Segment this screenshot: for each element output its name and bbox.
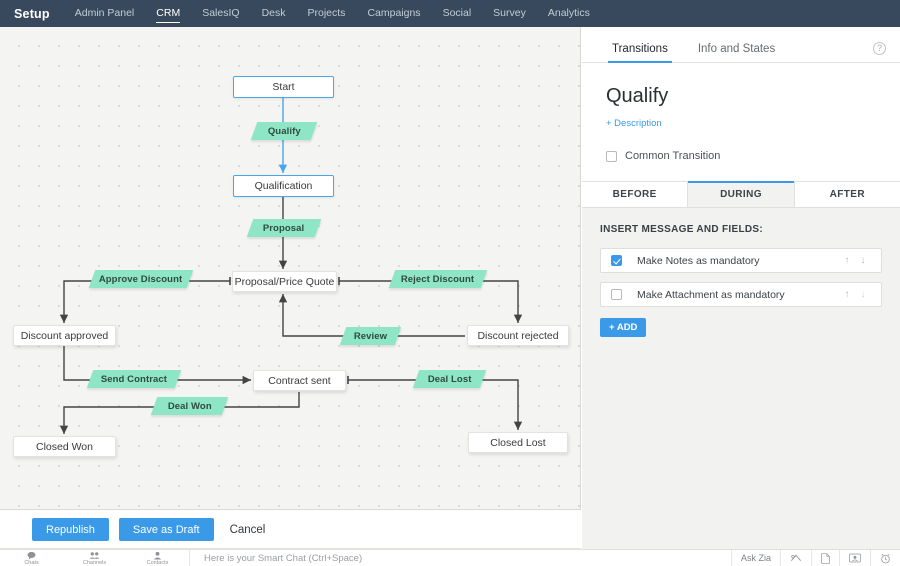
- field-checkbox[interactable]: [611, 289, 622, 300]
- document-icon[interactable]: [811, 549, 839, 566]
- bottom-footer-bar: Chats Channels Contacts Here is your Smart…: [0, 549, 900, 566]
- flow-transition-proposal[interactable]: Proposal: [246, 219, 322, 237]
- move-up-icon[interactable]: ↑: [844, 255, 850, 266]
- common-transition-label: Common Transition: [625, 150, 721, 162]
- flow-transition-label: Reject Discount: [401, 273, 475, 285]
- cancel-button[interactable]: Cancel: [220, 524, 276, 536]
- nav-item-projects[interactable]: Projects: [307, 7, 346, 19]
- chat-bubble-icon: [0, 551, 63, 559]
- insert-fields-section: INSERT MESSAGE AND FIELDS: Make Notes as…: [582, 208, 900, 566]
- flow-node-discount_rejected[interactable]: Discount rejected: [467, 325, 569, 346]
- action-bar: Republish Save as Draft Cancel: [0, 511, 581, 549]
- field-row[interactable]: Make Notes as mandatory ↑ ↓: [600, 248, 882, 273]
- nav-item-crm[interactable]: CRM: [145, 0, 191, 27]
- tab-info-and-states[interactable]: Info and States: [697, 43, 776, 55]
- flow-transition-deal_won[interactable]: Deal Won: [150, 397, 229, 415]
- footer-divider: [189, 549, 190, 566]
- flow-transition-review[interactable]: Review: [339, 327, 402, 345]
- panel-title: Qualify: [606, 85, 669, 107]
- flow-node-closed_lost[interactable]: Closed Lost: [468, 432, 568, 453]
- flow-node-qualification[interactable]: Qualification: [233, 175, 334, 197]
- footer-left-items: Chats Channels Contacts: [0, 550, 189, 566]
- flow-transition-label: Approve Discount: [99, 273, 183, 285]
- flow-node-discount_approved[interactable]: Discount approved: [13, 325, 116, 346]
- insert-fields-title: INSERT MESSAGE AND FIELDS:: [600, 224, 763, 235]
- flow-transition-approve_discount[interactable]: Approve Discount: [88, 270, 194, 288]
- help-circle-icon[interactable]: ?: [873, 42, 886, 55]
- flow-transition-label: Qualify: [267, 125, 301, 137]
- panel-tab-bar: Transitions Info and States ?: [582, 27, 900, 63]
- common-transition-checkbox[interactable]: [606, 150, 617, 162]
- ask-zia-label[interactable]: Ask Zia: [730, 549, 780, 566]
- channels-group-icon: [63, 551, 126, 559]
- add-field-button[interactable]: + ADD: [600, 318, 647, 337]
- zia-glyph-icon[interactable]: [780, 549, 811, 566]
- footer-channels-button[interactable]: Channels: [63, 550, 126, 566]
- flow-transition-label: Deal Won: [167, 400, 212, 412]
- segment-before[interactable]: BEFORE: [582, 182, 689, 207]
- segment-during[interactable]: DURING: [688, 181, 795, 207]
- nav-item-salesiq[interactable]: SalesIQ: [202, 7, 240, 19]
- field-label: Make Attachment as mandatory: [637, 288, 785, 301]
- flow-transition-label: Send Contract: [100, 373, 168, 385]
- flow-transition-qualify[interactable]: Qualify: [250, 122, 318, 140]
- nav-item-admin-panel[interactable]: Admin Panel: [74, 7, 135, 19]
- top-nav-items: Admin Panel CRM SalesIQ Desk Projects Campaig…: [64, 0, 601, 27]
- footer-item-label: Chats: [24, 559, 39, 566]
- nav-item-desk[interactable]: Desk: [261, 7, 286, 19]
- segment-after[interactable]: AFTER: [794, 182, 900, 207]
- setup-brand-label[interactable]: Setup: [14, 6, 50, 21]
- tab-transitions[interactable]: Transitions: [608, 43, 672, 63]
- save-as-draft-button[interactable]: Save as Draft: [118, 518, 214, 541]
- flow-node-closed_won[interactable]: Closed Won: [13, 436, 116, 457]
- move-down-icon[interactable]: ↓: [860, 289, 866, 300]
- contact-person-icon: [126, 551, 189, 559]
- field-checkbox[interactable]: [611, 255, 622, 266]
- top-navigation-bar: Setup Admin Panel CRM SalesIQ Desk Projects C…: [0, 0, 900, 27]
- republish-button[interactable]: Republish: [32, 518, 109, 541]
- flow-transition-label: Review: [353, 330, 388, 342]
- footer-item-label: Contacts: [146, 559, 169, 566]
- nav-item-social[interactable]: Social: [442, 7, 472, 19]
- flow-transition-reject_discount[interactable]: Reject Discount: [388, 270, 488, 288]
- flow-node-contract_sent[interactable]: Contract sent: [253, 370, 346, 391]
- field-row[interactable]: Make Attachment as mandatory ↑ ↓: [600, 282, 882, 307]
- footer-contacts-button[interactable]: Contacts: [126, 550, 189, 566]
- footer-item-label: Channels: [82, 559, 107, 566]
- flow-node-proposal_price_quote[interactable]: Proposal/Price Quote: [232, 271, 337, 292]
- contact-card-icon[interactable]: [839, 549, 870, 566]
- flow-transition-send_contract[interactable]: Send Contract: [86, 370, 182, 388]
- nav-item-analytics[interactable]: Analytics: [547, 7, 590, 19]
- transitions-panel: Transitions Info and States ? Qualify + D…: [582, 27, 900, 566]
- field-rows-list: Make Notes as mandatory↑↓Make Attachment…: [600, 248, 882, 307]
- add-description-link[interactable]: + Description: [606, 118, 662, 129]
- flow-transition-label: Proposal: [263, 222, 305, 234]
- nav-item-campaigns[interactable]: Campaigns: [367, 7, 421, 19]
- footer-chats-button[interactable]: Chats: [0, 550, 63, 566]
- flow-transition-deal_lost[interactable]: Deal Lost: [412, 370, 487, 388]
- nav-item-survey[interactable]: Survey: [493, 7, 526, 19]
- smart-chat-input[interactable]: Here is your Smart Chat (Ctrl+Space): [204, 552, 363, 564]
- flow-node-start[interactable]: Start: [233, 76, 334, 98]
- footer-right-items: Ask Zia: [730, 549, 900, 566]
- common-transition-row[interactable]: Common Transition: [606, 150, 876, 162]
- alarm-clock-icon[interactable]: [870, 549, 900, 566]
- move-down-icon[interactable]: ↓: [860, 255, 866, 266]
- flow-transition-label: Deal Lost: [427, 373, 472, 385]
- move-up-icon[interactable]: ↑: [844, 289, 850, 300]
- field-label: Make Notes as mandatory: [637, 254, 760, 267]
- panel-body: Qualify + Description Common Transition: [582, 63, 900, 162]
